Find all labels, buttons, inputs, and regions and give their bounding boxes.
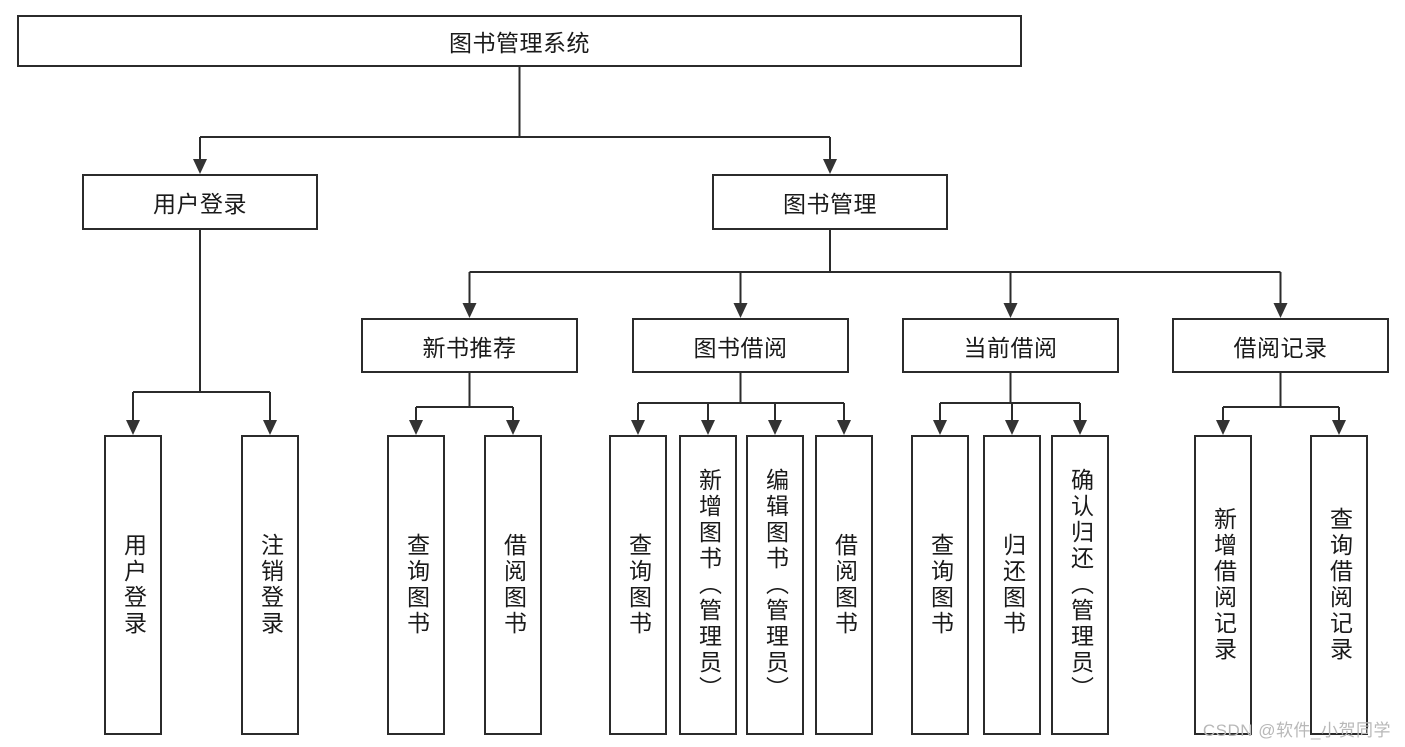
node-label: 查询图书 [625, 533, 652, 637]
node-leaf-user-logout[interactable]: 注销登录 [241, 435, 299, 735]
node-leaf-borrow-book-1[interactable]: 借阅图书 [484, 435, 542, 735]
node-leaf-return-book[interactable]: 归还图书 [983, 435, 1041, 735]
node-label: 注销登录 [257, 533, 284, 637]
node-book-manage[interactable]: 图书管理 [712, 174, 948, 230]
node-leaf-query-book-2[interactable]: 查询图书 [609, 435, 667, 735]
node-leaf-edit-book-admin[interactable]: 编辑图书（管理员） [746, 435, 804, 735]
node-label: 查询借阅记录 [1326, 507, 1353, 663]
node-user-login[interactable]: 用户登录 [82, 174, 318, 230]
node-borrow-record[interactable]: 借阅记录 [1172, 318, 1389, 373]
node-current-borrow[interactable]: 当前借阅 [902, 318, 1119, 373]
node-leaf-borrow-book-2[interactable]: 借阅图书 [815, 435, 873, 735]
node-label: 新书推荐 [422, 334, 517, 361]
node-label: 归还图书 [999, 533, 1026, 637]
node-label: 编辑图书（管理员） [762, 468, 789, 702]
node-label: 借阅记录 [1233, 334, 1328, 361]
node-leaf-query-borrow-record[interactable]: 查询借阅记录 [1310, 435, 1368, 735]
node-new-book-recommend[interactable]: 新书推荐 [361, 318, 578, 373]
node-label: 确认归还（管理员） [1067, 468, 1094, 702]
watermark: CSDN @软件_小贺同学 [1202, 721, 1391, 740]
node-label: 当前借阅 [963, 334, 1058, 361]
node-label: 新增借阅记录 [1210, 507, 1237, 663]
node-leaf-add-book-admin[interactable]: 新增图书（管理员） [679, 435, 737, 735]
node-leaf-query-book-1[interactable]: 查询图书 [387, 435, 445, 735]
node-leaf-add-borrow-record[interactable]: 新增借阅记录 [1194, 435, 1252, 735]
node-root[interactable]: 图书管理系统 [17, 15, 1022, 67]
node-label: 借阅图书 [831, 533, 858, 637]
node-label: 查询图书 [927, 533, 954, 637]
node-leaf-confirm-return-admin[interactable]: 确认归还（管理员） [1051, 435, 1109, 735]
node-book-borrow[interactable]: 图书借阅 [632, 318, 849, 373]
node-label: 用户登录 [153, 191, 247, 217]
node-label: 查询图书 [403, 533, 430, 637]
node-leaf-query-book-3[interactable]: 查询图书 [911, 435, 969, 735]
node-leaf-user-login[interactable]: 用户登录 [104, 435, 162, 735]
node-label: 借阅图书 [500, 533, 527, 637]
node-label: 图书管理 [783, 191, 877, 217]
node-label: 用户登录 [120, 533, 147, 637]
node-label: 新增图书（管理员） [695, 468, 722, 702]
node-label: 图书管理系统 [449, 30, 590, 56]
node-label: 图书借阅 [693, 334, 788, 361]
